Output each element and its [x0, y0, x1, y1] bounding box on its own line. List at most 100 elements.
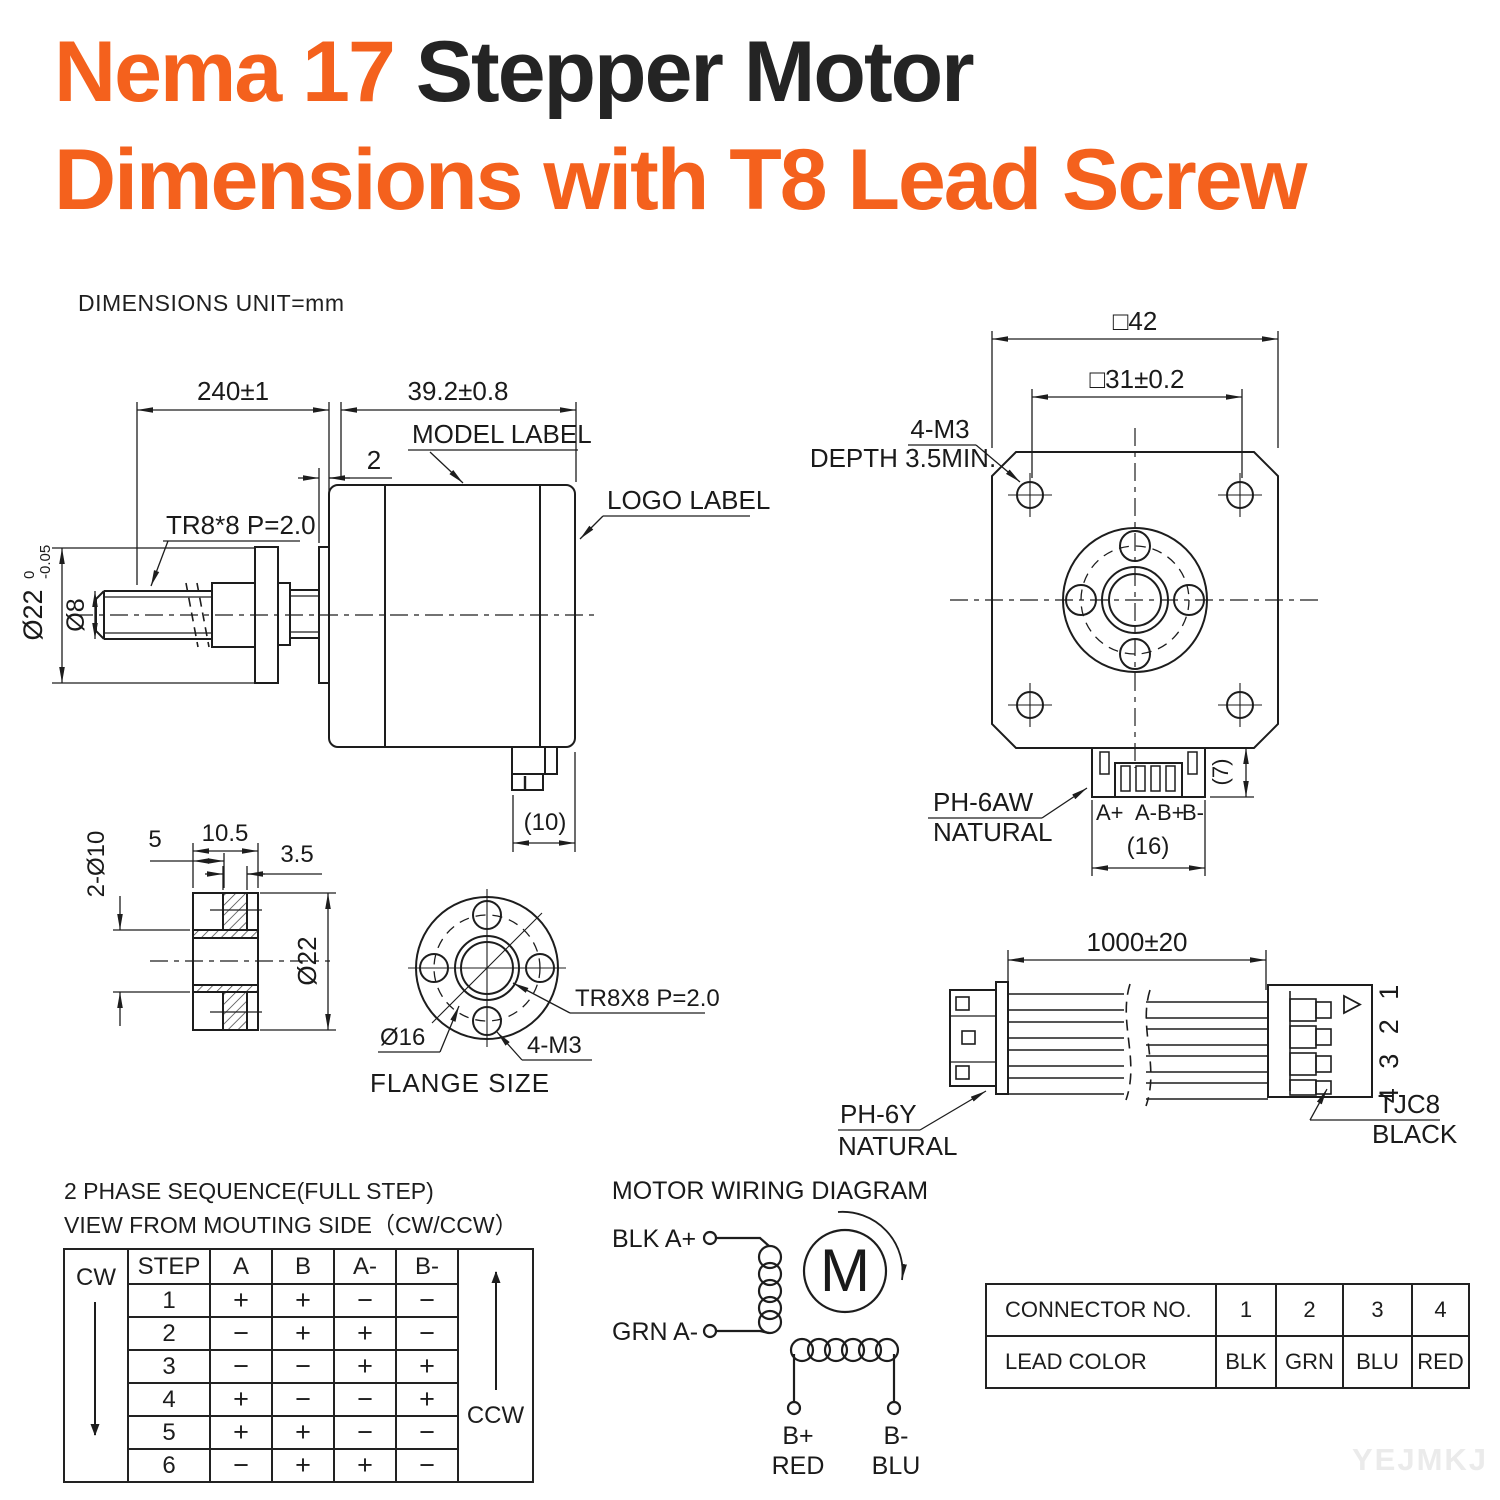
cell: − [395, 1415, 459, 1450]
motor-body-side [328, 484, 576, 748]
dia-mount-label: Ø22 [18, 589, 48, 640]
dimensions-unit-note: DIMENSIONS UNIT=mm [78, 290, 345, 316]
coil-a [757, 1244, 783, 1335]
cell: + [271, 1415, 335, 1450]
wiring-texts: MOTOR WIRING DIAGRAM BLK A+ GRN A- M B+ … [612, 1177, 928, 1480]
flange-holes-label: 4-M3 [527, 1032, 582, 1059]
cell: − [271, 1349, 335, 1384]
cell: 6 [127, 1448, 211, 1483]
wiring-diagram [702, 1210, 907, 1416]
cable-pin-numbers: 4 3 2 1 [1374, 979, 1404, 1104]
dim-connector-10: (10) [524, 809, 567, 836]
wiring-b-plus: B+ [782, 1422, 813, 1450]
flange-dim-boss: 3.5 [280, 841, 313, 868]
front-view-dimensions [908, 331, 1279, 876]
flange-section-texts: 10.5 5 3.5 2-Ø10 Ø22 [83, 820, 322, 986]
dim-body-length: 39.2±0.8 [407, 376, 508, 406]
cw-arrow [90, 1302, 100, 1436]
terminal-a-plus-dot [702, 1230, 718, 1246]
flange-dim-hub: 5 [148, 826, 161, 853]
dia-mount-tol-upper: 0 [21, 571, 38, 579]
cell: − [209, 1349, 273, 1384]
cell: 2 [127, 1316, 211, 1351]
flange-dim-width: 10.5 [202, 820, 249, 847]
connector-no-label: CONNECTOR NO. [985, 1283, 1217, 1337]
cable-left-name: PH-6Y [840, 1099, 917, 1129]
wiring-blu: BLU [872, 1452, 921, 1480]
terminal-b-plus-dot [786, 1400, 802, 1416]
cell: + [333, 1349, 397, 1384]
cable-wires [1008, 983, 1268, 1107]
cell: + [271, 1316, 335, 1351]
cw-column: CW [63, 1248, 129, 1483]
cell: 4 [127, 1382, 211, 1417]
phase-sequence-table: CW STEP A B A- B- CCW 1++−− 2−++− [63, 1248, 534, 1483]
cell: + [209, 1283, 273, 1318]
dim-hole-spacing: □31±0.2 [1089, 364, 1184, 394]
wiring-red: RED [772, 1452, 825, 1480]
watermark: YEJMKJ [1352, 1442, 1489, 1477]
mounting-holes [1008, 473, 1262, 727]
title-line1: Nema 17 Stepper Motor [54, 18, 1305, 126]
logo-label: LOGO LABEL [607, 485, 770, 515]
dim-conn-width: (16) [1127, 833, 1170, 860]
cell: 1 [127, 1283, 211, 1318]
polarity-triangle [1343, 994, 1362, 1015]
cell: + [395, 1382, 459, 1417]
terminal-b-minus-dot [886, 1400, 902, 1416]
flange-dia-outer: Ø22 [292, 936, 322, 985]
cable-right-name: TJC8 [1378, 1089, 1440, 1119]
cell: − [333, 1382, 397, 1417]
cell: 3 [127, 1349, 211, 1384]
lead-color-row: LEAD COLOR BLK GRN BLU RED [985, 1335, 1470, 1389]
cell: BLK [1215, 1335, 1277, 1389]
title-line1-rest: Stepper Motor [393, 24, 975, 120]
cell: + [333, 1448, 397, 1483]
cable-right-color: BLACK [1372, 1119, 1458, 1149]
cable-assembly [949, 981, 1373, 1107]
connector-table: CONNECTOR NO. 1 2 3 4 LEAD COLOR BLK GRN… [985, 1283, 1470, 1389]
flange-dia-pilot: Ø16 [380, 1024, 425, 1051]
front-view-texts: □42 □31±0.2 4-M3 DEPTH 3.5MIN. PH-6AW NA… [810, 306, 1233, 860]
pin-label-b-minus: B- [1182, 800, 1204, 825]
cell: RED [1411, 1335, 1470, 1389]
dim-screw-length: 240±1 [197, 376, 269, 406]
phase-sequence-title: 2 PHASE SEQUENCE(FULL STEP) [64, 1178, 434, 1204]
flange-face [408, 889, 566, 1047]
phase-row-5: 5++−− [64, 1415, 533, 1450]
phase-row-1: 1++−− [64, 1283, 533, 1318]
phase-row-4: 4+−−+ [64, 1382, 533, 1417]
side-view-texts: 240±1 39.2±0.8 2 TR8*8 P=2.0 MODEL LABEL… [18, 376, 770, 836]
cell: + [333, 1316, 397, 1351]
flange-face-texts: TR8X8 P=2.0 Ø16 4-M3 FLANGE SIZE [370, 985, 720, 1098]
side-view-dimensions [52, 402, 750, 852]
cell: − [209, 1448, 273, 1483]
flange-face-dimensions [378, 982, 705, 1061]
cell: 5 [127, 1415, 211, 1450]
flange-thread-label: TR8X8 P=2.0 [575, 985, 720, 1012]
cable-length-dim: 1000±20 [1086, 927, 1187, 957]
cell: − [209, 1316, 273, 1351]
cell: − [271, 1382, 335, 1417]
cell: − [395, 1283, 459, 1318]
pin-label-a-plus: A+ [1096, 800, 1124, 825]
cell: − [333, 1415, 397, 1450]
side-view [75, 484, 600, 791]
wiring-title: MOTOR WIRING DIAGRAM [612, 1177, 928, 1205]
page-title: Nema 17 Stepper Motor Dimensions with T8… [54, 18, 1307, 234]
connector-color: NATURAL [933, 817, 1052, 847]
dia-mount-tol-lower: -0.05 [37, 545, 54, 579]
dim-spacer: 2 [367, 445, 381, 475]
dia-screw-label: Ø8 [62, 598, 90, 631]
flange-section-dimensions [113, 843, 336, 1031]
pin-label-ab: A-B+ [1135, 800, 1185, 825]
model-label: MODEL LABEL [412, 419, 592, 449]
cell: − [395, 1448, 459, 1483]
cell: + [271, 1448, 335, 1483]
title-brand: Nema 17 [54, 24, 396, 120]
phase-sequence-subtitle: VIEW FROM MOUTING SIDE（CW/CCW） [64, 1212, 518, 1238]
front-view [950, 428, 1320, 798]
cell: − [395, 1316, 459, 1351]
coil-b [789, 1337, 900, 1363]
